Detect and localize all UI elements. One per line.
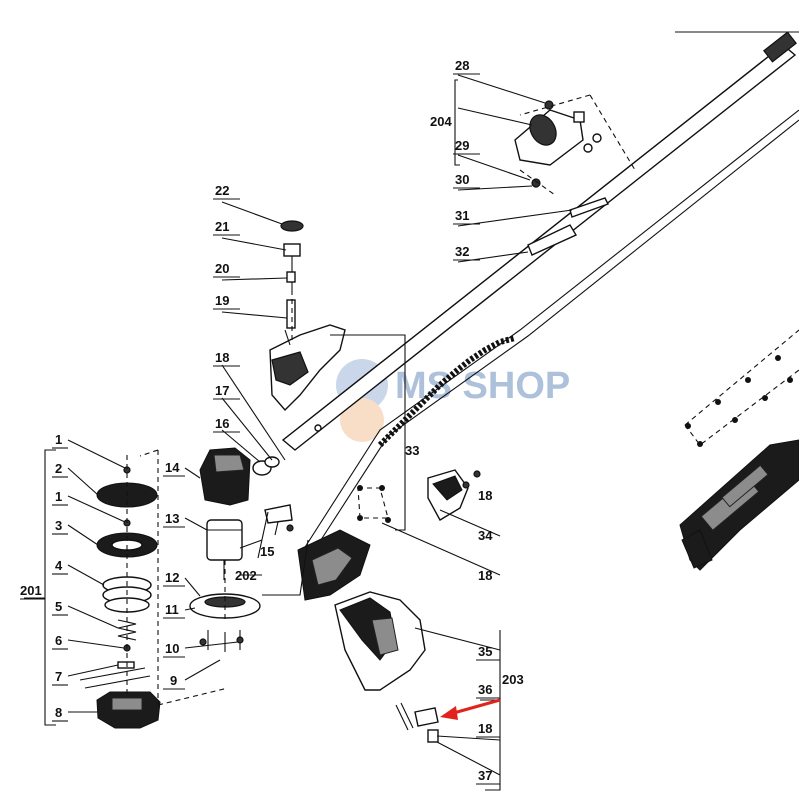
label-18a: 18 [215, 350, 229, 365]
label-18b: 18 [478, 488, 492, 503]
label-32: 32 [455, 244, 469, 259]
label-202: 202 [235, 568, 257, 583]
label-1b: 1 [55, 489, 62, 504]
label-201: 201 [20, 583, 42, 598]
part-labels: 1 2 1 3 4 201 5 6 7 8 9 10 11 12 13 14 1… [20, 58, 524, 783]
label-2: 2 [55, 461, 62, 476]
label-6: 6 [55, 633, 62, 648]
label-underlines [20, 73, 500, 785]
motor-stack [189, 220, 304, 652]
label-20: 20 [215, 261, 229, 276]
label-16: 16 [215, 416, 229, 431]
red-arrow [440, 698, 501, 720]
main-shaft [281, 31, 799, 561]
flex-cable-coil [377, 335, 516, 448]
handle-clamp-204 [514, 94, 636, 256]
label-1a: 1 [55, 432, 62, 447]
label-14: 14 [165, 460, 180, 475]
label-18d: 18 [478, 721, 492, 736]
label-7: 7 [55, 669, 62, 684]
label-22: 22 [215, 183, 229, 198]
label-30: 30 [455, 172, 469, 187]
label-8: 8 [55, 705, 62, 720]
label-19: 19 [215, 293, 229, 308]
label-29: 29 [455, 138, 469, 153]
guard-35 [334, 591, 439, 743]
label-203: 203 [502, 672, 524, 687]
leader-lines [24, 74, 573, 776]
label-9: 9 [170, 673, 177, 688]
watermark-text: MS SHOP [395, 365, 570, 407]
label-21: 21 [215, 219, 229, 234]
label-18c: 18 [478, 568, 492, 583]
spool-stack [79, 466, 161, 729]
label-3: 3 [55, 518, 62, 533]
label-37: 37 [478, 768, 492, 783]
label-5: 5 [55, 599, 62, 614]
label-13: 13 [165, 511, 179, 526]
label-17: 17 [215, 383, 229, 398]
motor-housing [679, 329, 799, 571]
bracket-lines [44, 79, 501, 791]
label-35: 35 [478, 644, 492, 659]
label-34: 34 [478, 528, 493, 543]
label-33: 33 [405, 443, 419, 458]
label-31: 31 [455, 208, 469, 223]
label-15: 15 [260, 544, 274, 559]
label-36: 36 [478, 682, 492, 697]
label-4: 4 [55, 558, 63, 573]
guard-bracket [264, 324, 406, 601]
label-11: 11 [165, 602, 179, 617]
label-10: 10 [165, 641, 179, 656]
label-204: 204 [430, 114, 452, 129]
label-28: 28 [455, 58, 469, 73]
cover-34 [427, 469, 481, 521]
label-12: 12 [165, 570, 179, 585]
